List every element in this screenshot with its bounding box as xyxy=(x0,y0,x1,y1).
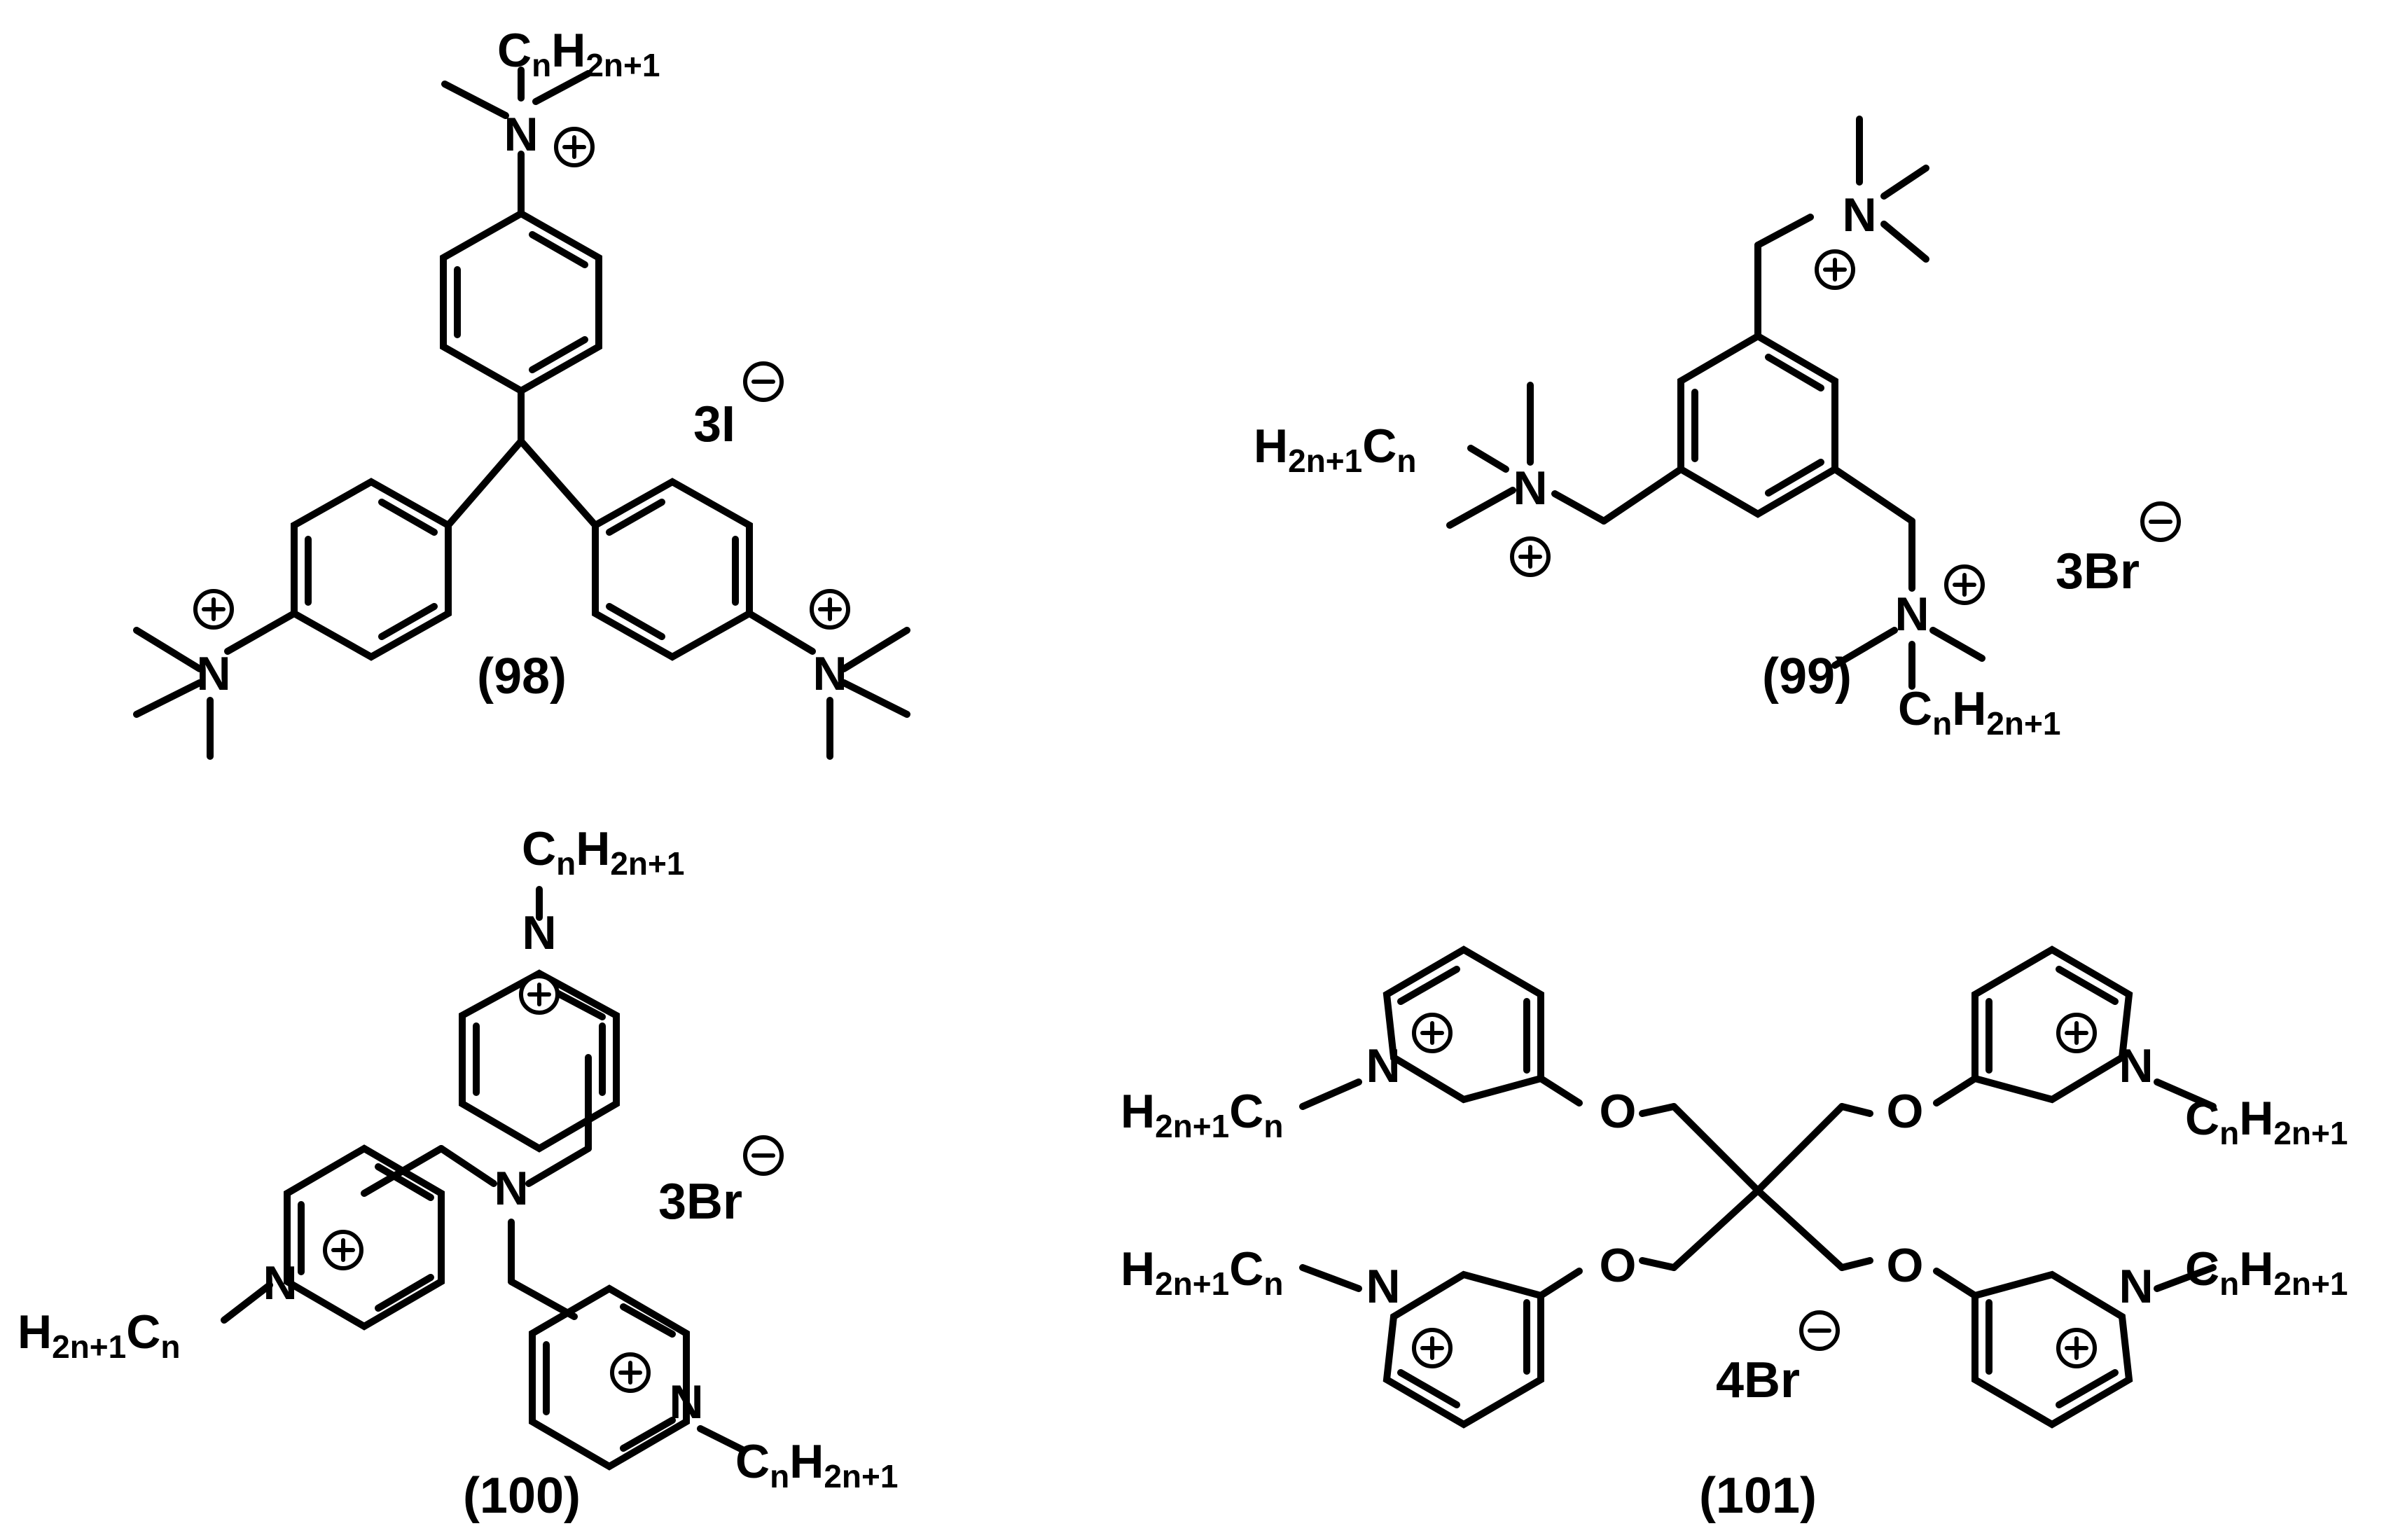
alkyl-101-tl: H2n+1Cn xyxy=(1121,1085,1283,1144)
charge-symbols xyxy=(193,127,2181,1393)
alkyl-99-bottom: CnH2n+1 xyxy=(1898,682,2060,742)
ring-101-tl xyxy=(1382,945,1544,1104)
ring-101-br xyxy=(1971,1270,2133,1429)
counterion-101: 4Br xyxy=(1716,1352,1800,1408)
alkyl-101-br: CnH2n+1 xyxy=(2185,1242,2348,1302)
charge-98-right xyxy=(810,589,850,630)
charge-101-tr xyxy=(2056,1013,2097,1053)
counterion-99-charge xyxy=(2140,501,2181,542)
oxygen-101-tl: O xyxy=(1600,1085,1637,1138)
counterion-101-charge xyxy=(1799,1310,1840,1351)
caption-101: (101) xyxy=(1699,1468,1817,1524)
compound-100 xyxy=(221,886,746,1471)
nitrogen-100-center: N xyxy=(494,1162,528,1215)
charge-99-top xyxy=(1815,249,1855,290)
alkyl-99-left: H2n+1Cn xyxy=(1254,419,1416,479)
ring-98-left xyxy=(291,478,452,661)
charge-99-left xyxy=(1510,536,1551,577)
caption-99: (99) xyxy=(1762,648,1852,705)
nitrogen-101-tr: N xyxy=(2119,1039,2153,1092)
alkyl-98-top: CnH2n+1 xyxy=(497,24,660,83)
alkyl-101-bl: H2n+1Cn xyxy=(1121,1242,1283,1302)
counterion-99: 3Br xyxy=(2056,543,2140,599)
charge-101-bl xyxy=(1412,1328,1453,1368)
alkyl-100-left: H2n+1Cn xyxy=(18,1305,180,1365)
charge-101-br xyxy=(2056,1328,2097,1368)
oxygen-101-tr: O xyxy=(1887,1085,1924,1138)
alkyl-100-top: CnH2n+1 xyxy=(522,822,684,882)
ring-98-top xyxy=(440,209,602,395)
compound-101 xyxy=(1299,945,2217,1429)
ring-100-top xyxy=(459,969,620,1153)
nitrogen-99-right: N xyxy=(1894,588,1929,641)
charge-98-left xyxy=(193,589,234,630)
caption-98: (98) xyxy=(477,648,567,705)
ring-100-left xyxy=(284,1144,445,1331)
counterion-98: 3I xyxy=(693,396,735,452)
ring-98-right xyxy=(592,478,753,661)
nitrogen-100-left: N xyxy=(263,1256,297,1310)
charge-101-tl xyxy=(1412,1013,1453,1053)
alkyl-100-right: CnH2n+1 xyxy=(735,1435,898,1494)
charge-99-right xyxy=(1944,564,1985,605)
ring-100-bottom xyxy=(529,1284,690,1471)
alkyl-101-tr: CnH2n+1 xyxy=(2185,1092,2348,1151)
charge-100-top xyxy=(519,974,560,1015)
ring-99 xyxy=(1677,332,1838,518)
nitrogen-98-right: N xyxy=(812,647,847,700)
nitrogen-100-right: N xyxy=(669,1375,703,1429)
nitrogen-101-br: N xyxy=(2119,1260,2153,1313)
compound-98 xyxy=(133,67,910,760)
counterion-100: 3Br xyxy=(658,1174,742,1230)
nitrogen-101-bl: N xyxy=(1366,1260,1400,1313)
nitrogen-99-top: N xyxy=(1842,188,1876,242)
charge-100-left xyxy=(323,1230,363,1270)
nitrogen-101-tl: N xyxy=(1366,1039,1400,1092)
oxygen-101-bl: O xyxy=(1600,1239,1637,1292)
nitrogen-98-top: N xyxy=(504,108,538,161)
compound-99 xyxy=(1446,116,1985,690)
charge-98-top xyxy=(554,127,595,167)
ring-101-tr xyxy=(1971,945,2133,1104)
nitrogen-99-left: N xyxy=(1513,462,1547,515)
caption-100: (100) xyxy=(463,1468,581,1524)
nitrogen-98-left: N xyxy=(196,647,230,700)
ring-101-bl xyxy=(1382,1270,1544,1429)
counterion-98-charge xyxy=(743,361,784,402)
nitrogen-100-top: N xyxy=(522,906,556,959)
oxygen-101-br: O xyxy=(1887,1239,1924,1292)
charge-100-right xyxy=(610,1352,651,1393)
counterion-100-charge xyxy=(743,1135,784,1176)
